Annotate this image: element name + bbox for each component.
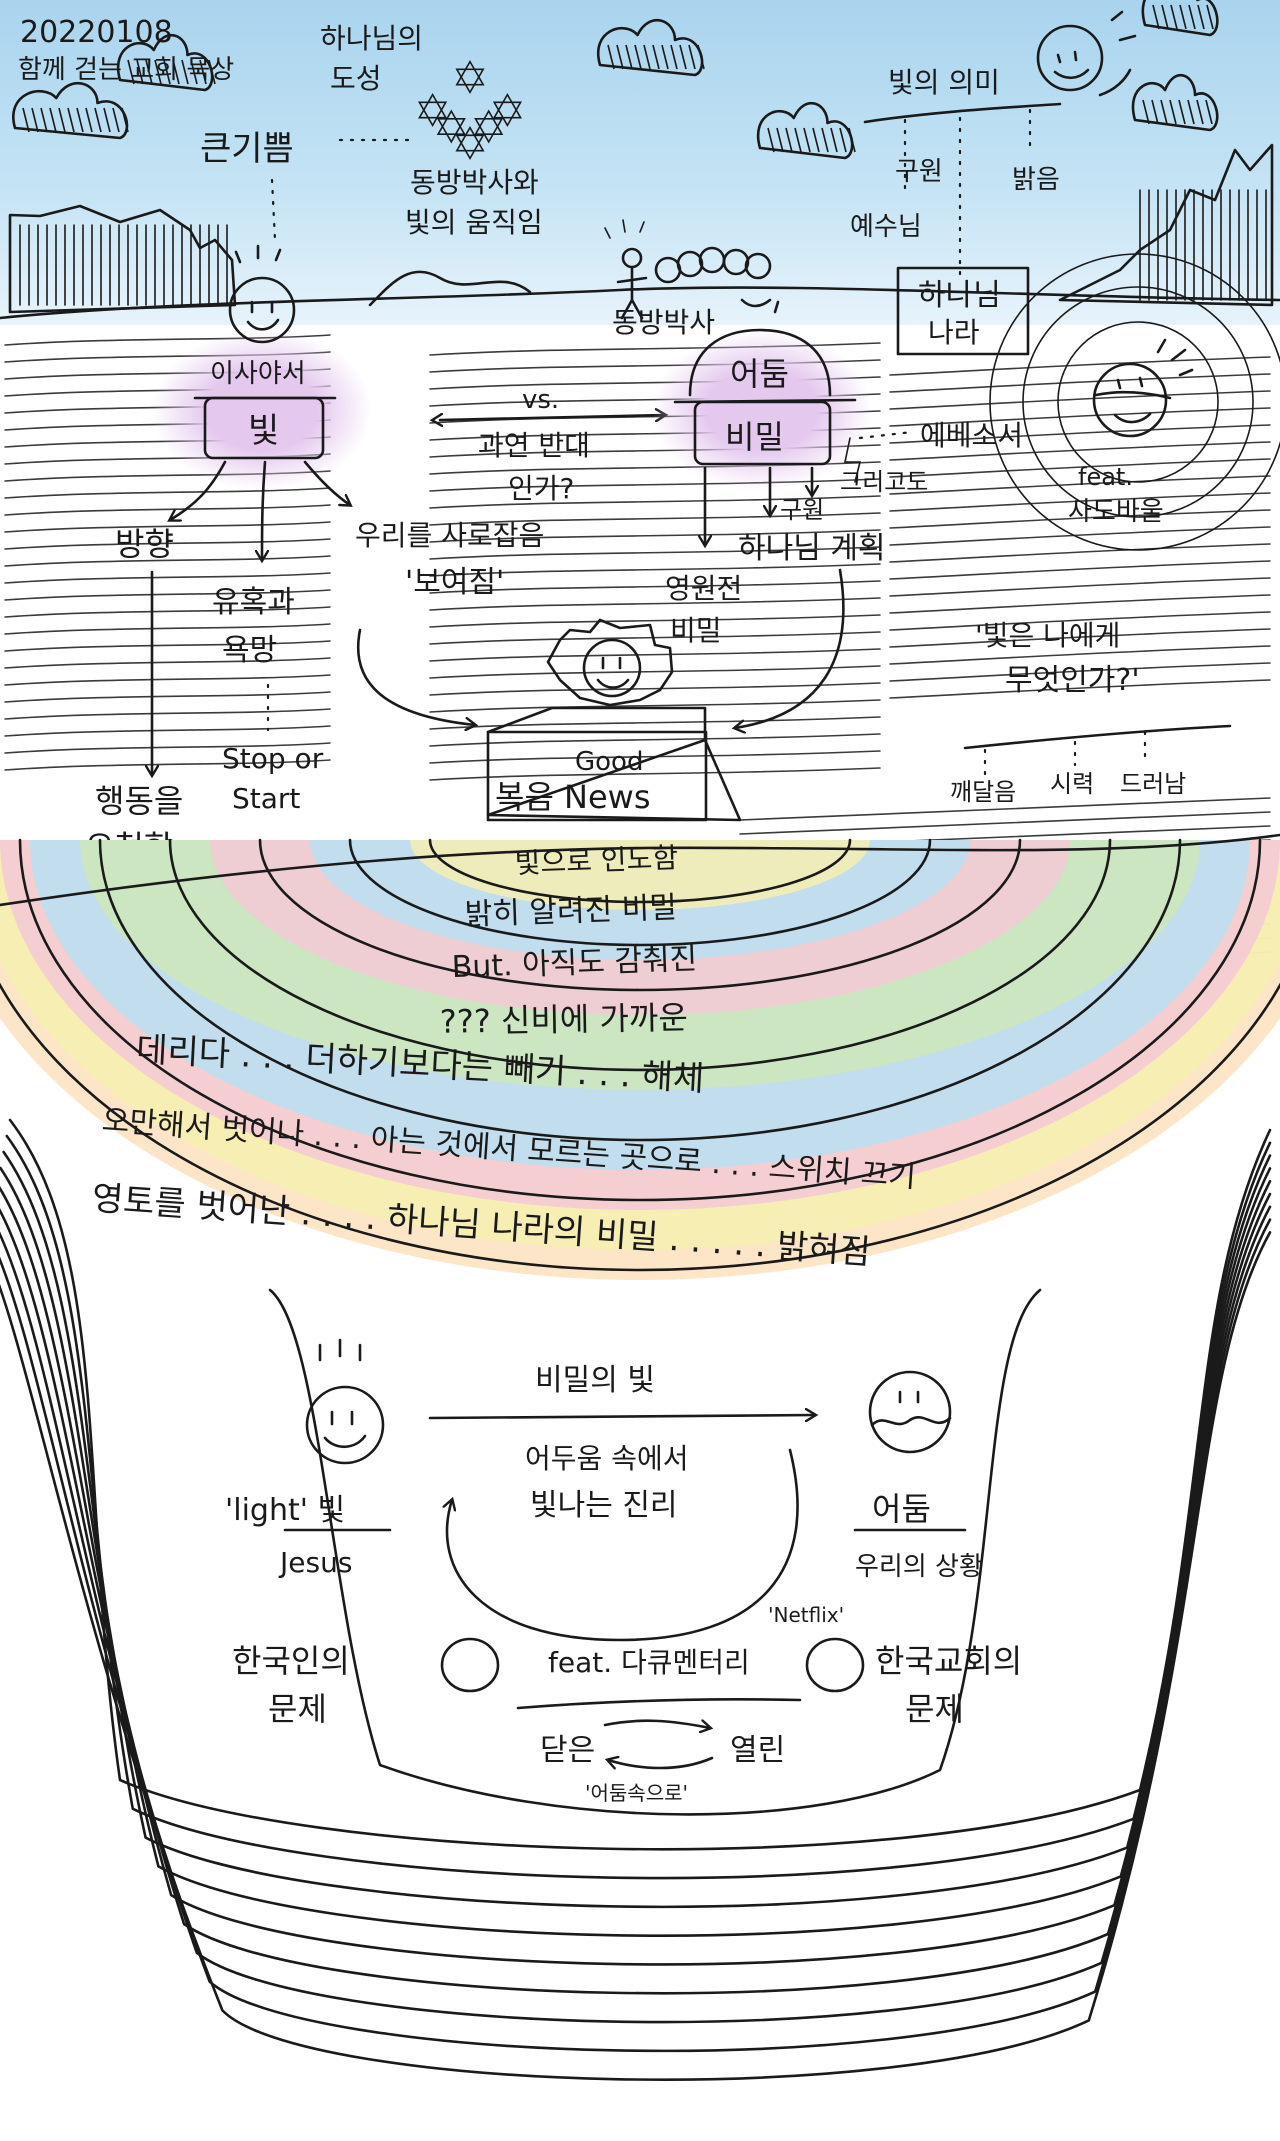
good-label: Good — [575, 747, 643, 777]
opened-label: 열린 — [730, 1733, 785, 1768]
darkness-bottom-label: 어둠 — [872, 1490, 931, 1528]
paul-rings — [989, 253, 1280, 551]
reveal-line1: 우리를 사로잡음 — [355, 519, 544, 552]
plan-line1: 구원 — [780, 496, 824, 524]
action-line1: 행동을 — [95, 782, 183, 820]
subtitle-label: 함께 걷는 교회 묵상 — [18, 55, 234, 85]
date-label: 20220108 — [20, 15, 173, 50]
question-item-sight: 시력 — [1050, 770, 1094, 798]
eternal-line2: 비밀 — [670, 614, 722, 647]
contour-lines — [0, 1118, 1272, 2081]
band-label-3: But. 아직도 감춰진 — [451, 942, 698, 986]
darkness-label: 어둠 — [730, 355, 789, 393]
opposite-line2: 인가? — [508, 472, 574, 505]
direction-label: 방향 — [115, 525, 174, 563]
star-of-david-icon — [418, 59, 522, 161]
opposite-line1: 과연 반대 — [478, 429, 590, 462]
smiley-face-icon — [1092, 338, 1194, 438]
temptation-line2: 욕망 — [222, 633, 277, 668]
isaiah-label: 이사야서 — [210, 359, 306, 389]
smiley-face-icon — [228, 244, 296, 344]
great-joy-label: 큰기쁨 — [200, 129, 294, 169]
news-label: 복음 News — [495, 778, 651, 816]
question-item-revealed: 드러남 — [1120, 770, 1186, 798]
korean-problem-marker — [440, 1637, 500, 1693]
stop-start-line2: Start — [232, 782, 300, 815]
title-line1: 하나님의 — [320, 22, 423, 55]
korean-problem-line1: 한국인의 — [232, 1642, 350, 1680]
band-label-4: ??? 신비에 가까운 — [440, 998, 689, 1040]
sun-icon — [1036, 10, 1137, 97]
eternal-line1: 영원전 — [665, 572, 742, 605]
question-line1: '빛은 나에게 — [975, 619, 1120, 652]
korean-problem-line2: 문제 — [268, 1690, 327, 1728]
eastern-magi-label: 동방박사 — [612, 306, 715, 339]
smiley-face-icon — [868, 1370, 952, 1454]
mountain-icon — [368, 270, 532, 307]
arrow-bottom-line2: 빛나는 진리 — [530, 1488, 678, 1523]
feat-line2: 사도바울 — [1068, 497, 1164, 527]
band-label-2: 밝히 알려진 비밀 — [464, 890, 677, 932]
church-problem-line2: 문제 — [905, 1690, 964, 1728]
meaning-item-brightness: 밝음 — [1012, 165, 1060, 195]
sky-background — [0, 0, 1280, 325]
question-line2: 무엇인가?' — [1005, 663, 1140, 698]
documentary-label: feat. 다큐멘터리 — [548, 1646, 750, 1679]
vs-label: vs. — [522, 385, 559, 415]
jesus-label: Jesus — [278, 1546, 352, 1579]
isaiah-halo — [152, 330, 372, 490]
feat-line1: feat. — [1078, 463, 1133, 491]
light-label: 빛 — [248, 411, 279, 451]
temptation-line1: 유혹과 — [212, 585, 295, 620]
our-state-label: 우리의 상황 — [855, 1552, 983, 1582]
question-item-realization: 깨달음 — [950, 778, 1016, 806]
meaning-item-salvation: 구원 — [895, 157, 943, 187]
plan-line2: 하나님 계획 — [738, 531, 886, 566]
kingdom-line1: 하나님 — [918, 278, 1001, 313]
arrow-top-label: 비밀의 빛 — [535, 1363, 655, 1398]
church-problem-marker — [805, 1637, 865, 1693]
smiley-face-icon — [546, 618, 674, 707]
light-jesus-label: 'light' 빛 — [225, 1493, 345, 1528]
smiley-face-icon — [305, 1338, 385, 1465]
into-dark-label: '어둠속으로' — [585, 1781, 688, 1805]
band-label-1: 빛으로 인도함 — [514, 841, 679, 880]
meaning-item-jesus: 예수님 — [850, 212, 922, 242]
netflix-label: 'Netflix' — [768, 1603, 844, 1627]
darkness-halo — [652, 330, 872, 490]
arrow-bottom-line1: 어두움 속에서 — [525, 1442, 688, 1475]
closed-label: 닫은 — [540, 1733, 595, 1768]
and-also-label: 그리고도 — [840, 468, 928, 496]
title-line2: 도성 — [330, 62, 382, 95]
meaning-title: 빛의 의미 — [888, 66, 1000, 99]
stop-start-line1: Stop or — [222, 742, 324, 775]
church-problem-line1: 한국교회의 — [875, 1642, 1022, 1680]
kingdom-line2: 나라 — [928, 316, 980, 349]
secret-label: 비밀 — [725, 418, 784, 456]
reveal-line2: '보여짐' — [405, 565, 504, 600]
eastern-line2: 빛의 움직임 — [405, 206, 543, 239]
eastern-line1: 동방박사와 — [410, 166, 539, 199]
ephesians-label: 에베소서 — [920, 419, 1023, 452]
layer-bands — [0, 833, 1280, 1280]
eastern-magi-figures — [604, 219, 772, 320]
horizon-line — [0, 286, 1280, 320]
cloud-icon — [12, 0, 1219, 160]
